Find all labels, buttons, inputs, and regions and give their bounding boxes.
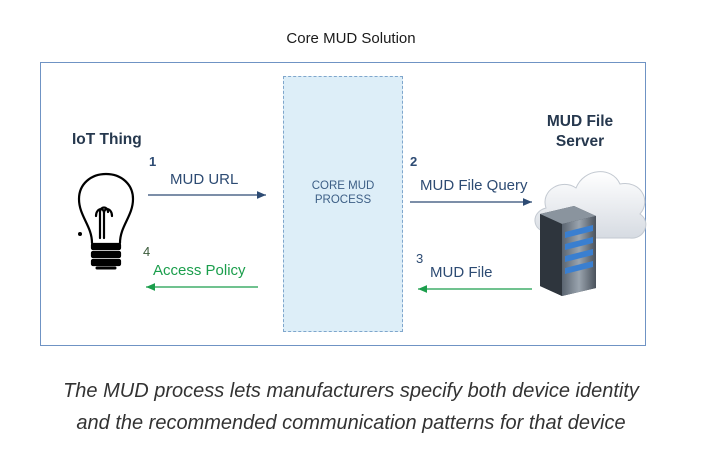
core-mud-process-box [283,76,403,332]
iot-thing-label: IoT Thing [72,131,142,148]
mud-file-server-label: MUD File Server [546,113,614,150]
step-2-number: 2 [410,154,418,169]
server-icon [540,206,596,296]
diagram-frame [40,62,646,346]
figure-caption: The MUD process lets manufacturers speci… [63,380,639,434]
step-4-number: 4 [143,244,151,259]
diagram-title: Core MUD Solution [286,30,416,47]
core-mud-process-label: CORE MUD PROCESS [311,180,375,206]
mud-file-label: MUD File [430,264,493,281]
step-3-number: 3 [416,251,424,266]
mud-url-label: MUD URL [170,171,239,188]
step-1-number: 1 [149,154,157,169]
lightbulb-icon [77,172,135,270]
access-policy-label: Access Policy [153,262,246,279]
mud-file-query-label: MUD File Query [420,177,528,194]
